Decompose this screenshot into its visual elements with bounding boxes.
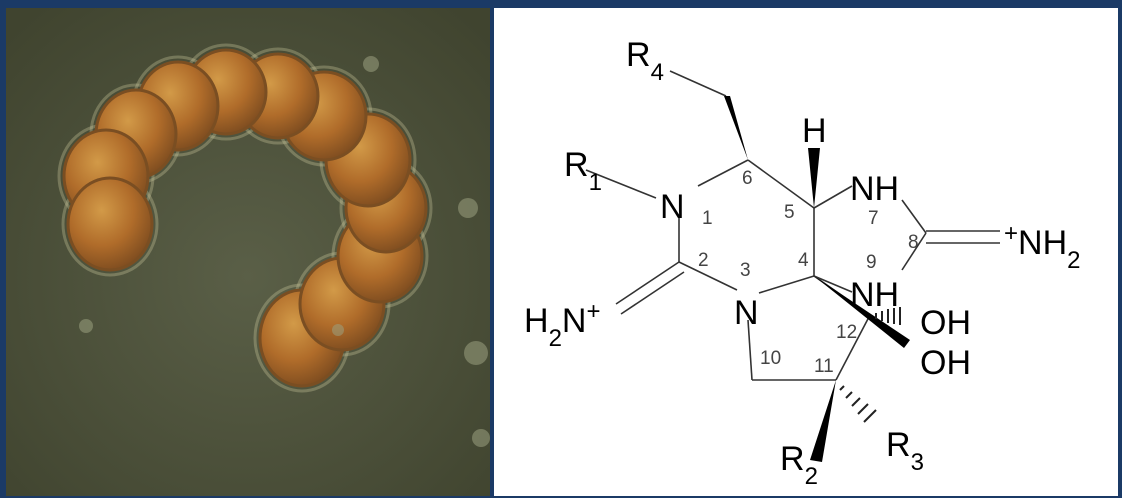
ring-numbers: 1 2 3 4 5 6 7 8 9 10 11 12 <box>698 168 919 377</box>
ring-number-4: 4 <box>798 250 809 271</box>
ring-number-11: 11 <box>814 356 834 377</box>
label-r3: R3 <box>886 426 924 476</box>
bonds <box>585 70 1000 462</box>
atom-n9: NH <box>850 276 899 314</box>
label-oh-b: OH <box>920 344 971 382</box>
bond-c6-c5 <box>747 159 815 209</box>
ring-number-2: 2 <box>698 250 709 271</box>
label-nh2-plus: +NH2 <box>1004 220 1080 274</box>
wedge-c11-r2 <box>810 380 836 462</box>
atom-n1: N <box>660 188 685 226</box>
atom-n7: NH <box>850 170 899 208</box>
bond-c5-n7 <box>813 185 853 209</box>
debris <box>79 56 490 447</box>
ring-number-5: 5 <box>784 202 795 223</box>
bond-c2-nh2-a <box>615 261 680 305</box>
atom-labels: N N NH NH H H2N+ +NH2 OH OH R1 R2 R3 R4 <box>524 36 1080 490</box>
label-r4: R4 <box>626 36 664 86</box>
bond-c8-n9 <box>901 232 927 271</box>
label-h2n-plus: H2N+ <box>524 298 601 352</box>
ring-number-10: 10 <box>760 348 781 369</box>
label-r2: R2 <box>780 440 818 490</box>
atom-n3: N <box>734 294 759 332</box>
chemical-structure-panel: N N NH NH H H2N+ +NH2 OH OH R1 R2 R3 R4 … <box>494 8 1118 496</box>
label-r1: R1 <box>564 146 602 196</box>
cyanobacteria-micrograph <box>6 8 490 496</box>
bond-n7-c8 <box>901 199 927 234</box>
bond-c2-nh2-b <box>620 271 685 315</box>
cell <box>66 176 154 272</box>
hash-c11-r3 <box>839 385 877 423</box>
wedge-c6-ch2 <box>724 96 748 160</box>
bond-c2-n3 <box>678 261 738 291</box>
saxitoxin-structure: N N NH NH H H2N+ +NH2 OH OH R1 R2 R3 R4 … <box>524 36 1080 490</box>
bond-n3-c4 <box>758 275 815 294</box>
bond-r1-n1 <box>585 169 657 199</box>
cell-chain <box>57 43 433 393</box>
ring-number-3: 3 <box>740 260 751 281</box>
bond-n1-c6 <box>697 159 749 187</box>
ring-number-8: 8 <box>908 232 919 253</box>
ring-number-1: 1 <box>702 208 713 229</box>
bond-n9-c4 <box>813 275 853 293</box>
ring-number-6: 6 <box>742 168 753 189</box>
bond-c11-c12 <box>835 314 871 381</box>
label-oh-a: OH <box>920 304 971 342</box>
ring-number-12: 12 <box>836 322 857 343</box>
micrograph-panel <box>6 8 490 496</box>
ring-number-7: 7 <box>868 208 879 229</box>
hash-c12-oh <box>875 307 901 325</box>
atom-h5: H <box>802 112 827 150</box>
wedge-c4-oh <box>814 276 910 348</box>
wedge-c5-h <box>808 148 820 208</box>
bond-r4-ch2 <box>669 70 727 97</box>
ring-number-9: 9 <box>866 252 877 273</box>
bond-n3-c10 <box>747 319 753 381</box>
